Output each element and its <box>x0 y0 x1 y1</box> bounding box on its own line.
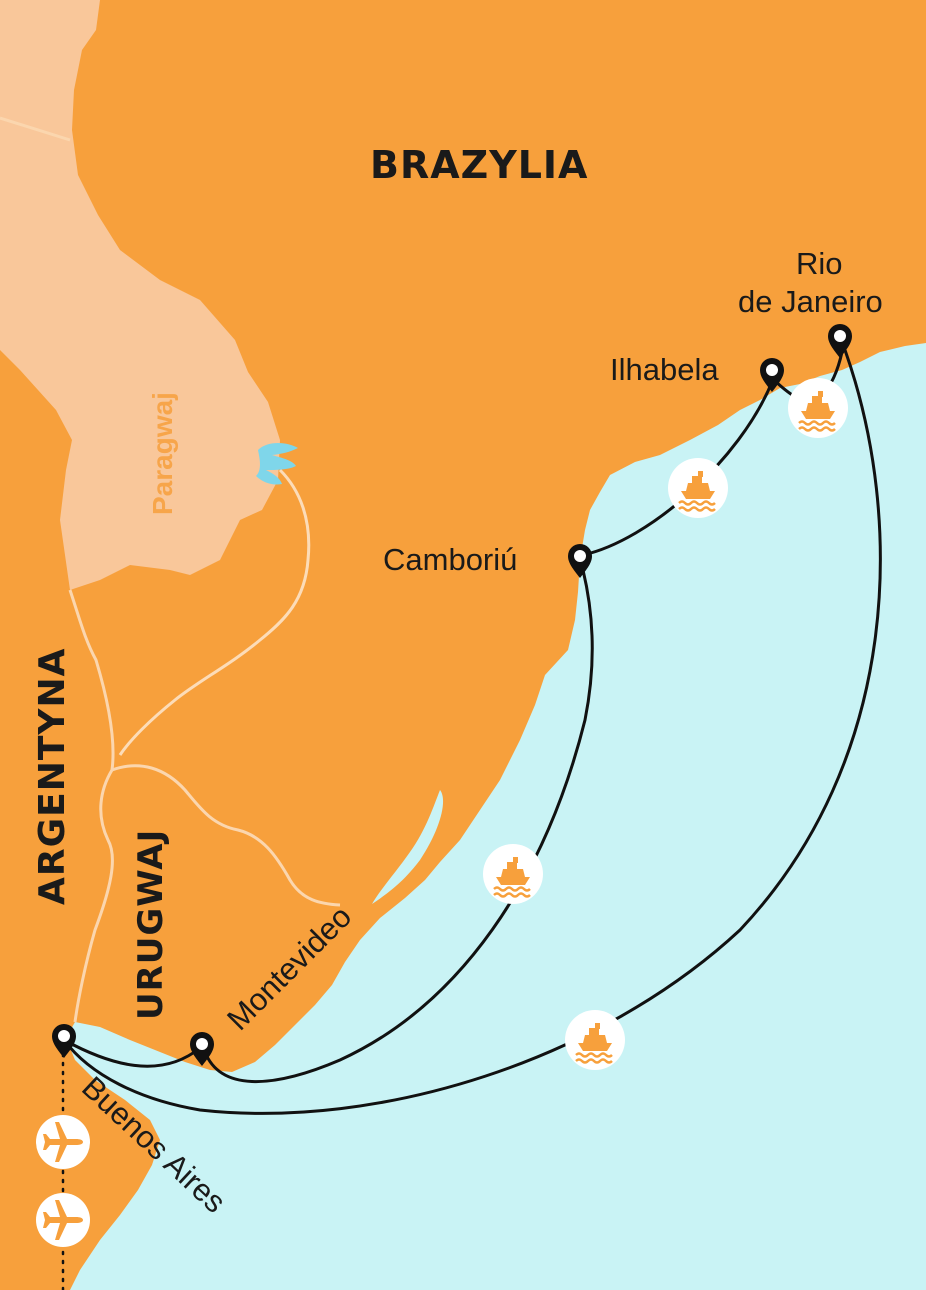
lagoon <box>372 790 444 904</box>
airplane-icon <box>36 1115 90 1169</box>
airplane-icon <box>36 1193 90 1247</box>
city-label-rio-line1: Rio <box>796 246 843 281</box>
route-buenos-aires-montevideo <box>63 1038 201 1068</box>
lake <box>256 443 298 485</box>
country-label-paraguay: Paragwaj <box>147 392 178 515</box>
borders <box>0 116 341 1023</box>
paraguay-region <box>0 0 280 590</box>
city-label-ilhabela: Ilhabela <box>610 352 719 387</box>
country-label-argentina: ARGENTYNA <box>32 648 73 905</box>
river <box>118 468 311 756</box>
city-label-rio-line2: de Janeiro <box>738 284 883 319</box>
route-montevideo-camboriu <box>203 569 594 1084</box>
cruise-routes <box>62 349 882 1115</box>
ship-icon <box>481 842 545 906</box>
route-rio-buenos-aires <box>62 349 882 1115</box>
country-label-uruguay: URUGWAJ <box>131 829 171 1020</box>
city-label-camboriu: Camboriú <box>383 542 517 577</box>
ship-icon <box>563 1008 627 1072</box>
ship-icon <box>666 456 730 520</box>
country-label-brazil: BRAZYLIA <box>370 143 588 187</box>
ship-icon <box>786 376 850 440</box>
